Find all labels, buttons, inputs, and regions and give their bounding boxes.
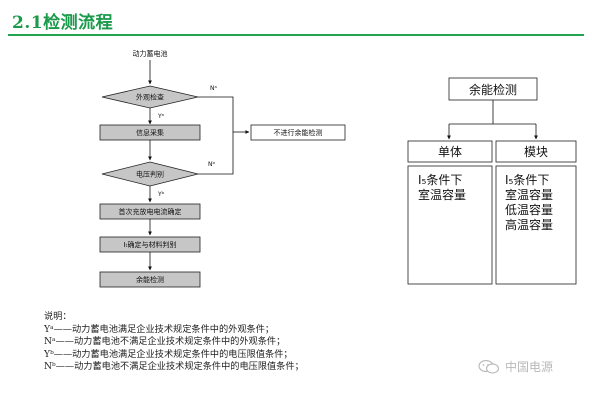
note-key: Yᵇ bbox=[44, 348, 54, 360]
tree-module-header-box bbox=[495, 140, 577, 163]
note-line-yb: Yᵇ——动力蓄电池满足企业技术规定条件中的电压限值条件； bbox=[44, 349, 304, 362]
tree-module-item-2: 室温容量 bbox=[505, 187, 553, 202]
i-confirm-label: Iₜ确定与材料判别 bbox=[123, 240, 176, 249]
box-final-check bbox=[99, 271, 201, 288]
note-key: Nᵃ bbox=[44, 336, 56, 348]
tree-module-item-4: 高温容量 bbox=[505, 217, 553, 232]
line-nb bbox=[198, 132, 234, 175]
line-na bbox=[198, 96, 234, 132]
page-title: 2.1检测流程 bbox=[12, 13, 114, 33]
tree-root-label: 余能检测 bbox=[469, 82, 517, 97]
yb-label: Yᵇ bbox=[157, 191, 165, 198]
first-charge-label: 首次充放电电流确定 bbox=[119, 207, 182, 216]
note-line-nb: Nᵇ——动力蓄电池不满足企业技术规定条件中的电压限值条件； bbox=[44, 361, 304, 374]
na-label: Nᵃ bbox=[210, 85, 217, 92]
tree-cell-items-box bbox=[407, 165, 493, 285]
ya-label: Yᵃ bbox=[157, 113, 164, 120]
diamond2-label: 电压判别 bbox=[136, 170, 164, 179]
tree-module-header: 模块 bbox=[524, 145, 548, 159]
tree-module-items-box bbox=[495, 165, 577, 285]
collect-label: 信息采集 bbox=[136, 128, 164, 137]
tree-cell-header-box bbox=[407, 140, 493, 163]
final-check-label: 余能检测 bbox=[136, 275, 164, 284]
box-no-check bbox=[250, 124, 346, 141]
note-line-ya: Yᵃ——动力蓄电池满足企业技术规定条件中的外观条件； bbox=[44, 324, 304, 337]
no-check-label: 不进行余能检测 bbox=[274, 128, 323, 137]
tree-module-item-3: 低温容量 bbox=[505, 202, 553, 217]
watermark: 中国电源 bbox=[478, 358, 553, 375]
notes-section: 说明： Yᵃ——动力蓄电池满足企业技术规定条件中的外观条件； Nᵃ——动力蓄电池… bbox=[44, 311, 304, 374]
start-label: 动力蓄电池 bbox=[133, 49, 168, 58]
note-text: ——动力蓄电池不满足企业技术规定条件中的电压限值条件； bbox=[55, 361, 304, 373]
tree-cell-item-1: I₅条件下 bbox=[418, 173, 462, 187]
note-key: Nᵇ bbox=[44, 361, 56, 373]
note-text: ——动力蓄电池满足企业技术规定条件中的外观条件； bbox=[53, 323, 275, 335]
note-key: Yᵃ bbox=[44, 323, 54, 335]
wechat-icon bbox=[478, 359, 500, 374]
title-underline bbox=[8, 34, 584, 36]
note-text: ——动力蓄电池满足企业技术规定条件中的电压限值条件； bbox=[53, 348, 293, 360]
nb-label: Nᵇ bbox=[208, 161, 215, 168]
diamond1-label: 外观检查 bbox=[136, 93, 164, 102]
note-line-na: Nᵃ——动力蓄电池不满足企业技术规定条件中的外观条件； bbox=[44, 336, 304, 349]
tree-cell-header: 单体 bbox=[438, 145, 462, 159]
tree-cell-item-2: 室温容量 bbox=[418, 187, 466, 202]
tree-module-item-1: I₅条件下 bbox=[505, 173, 549, 187]
watermark-text: 中国电源 bbox=[505, 360, 554, 374]
notes-heading: 说明： bbox=[44, 311, 72, 322]
note-text: ——动力蓄电池不满足企业技术规定条件中的外观条件； bbox=[55, 336, 286, 348]
